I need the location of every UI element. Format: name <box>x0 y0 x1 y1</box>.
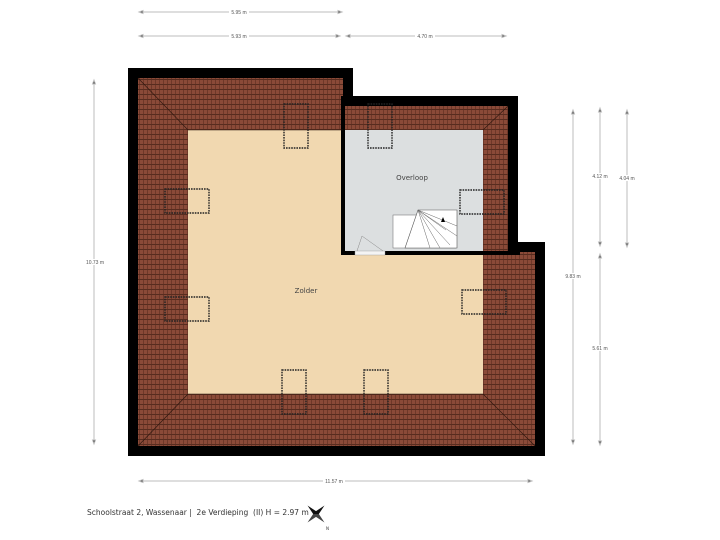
dim-right-upper: 4.12 m <box>592 174 607 180</box>
roof-hip-lines <box>137 77 536 447</box>
roof-window <box>363 369 389 415</box>
roof-window <box>461 289 507 315</box>
dim-top-right: 4.70 m <box>417 34 432 40</box>
dim-top-outer: 5.95 m <box>231 10 246 16</box>
door[interactable] <box>354 235 386 256</box>
interior-walls <box>341 96 520 255</box>
plan-caption: Schoolstraat 2, Wassenaar | 2e Verdiepin… <box>87 508 309 517</box>
roof-windows <box>164 103 507 415</box>
dim-bottom-total: 11.57 m <box>325 479 343 485</box>
room-zolder <box>188 130 483 394</box>
roof-window <box>367 103 393 149</box>
stair-up-arrow-icon <box>441 217 445 222</box>
roof-window <box>283 103 309 149</box>
roof-window <box>164 296 210 322</box>
dim-left-total: 10.73 m <box>86 260 104 266</box>
dim-right-total: 9.83 m <box>565 274 580 280</box>
dim-right-lower: 5.61 m <box>592 346 607 352</box>
dim-top-left: 5.93 m <box>231 34 246 40</box>
room-label-zolder: Zolder <box>295 287 318 295</box>
dimension-labels: 5.95 m 5.93 m 4.70 m 10.73 m 9.83 m 4.12… <box>84 9 637 485</box>
roof-window <box>164 188 210 214</box>
room-label-overloop: Overloop <box>396 174 428 182</box>
roof-window <box>459 189 505 215</box>
dim-right-upper-inner: 4.04 m <box>619 176 634 182</box>
compass-rose-icon <box>307 505 325 523</box>
staircase <box>392 209 458 249</box>
compass-north-label: N <box>326 526 329 531</box>
roof-window <box>281 369 307 415</box>
